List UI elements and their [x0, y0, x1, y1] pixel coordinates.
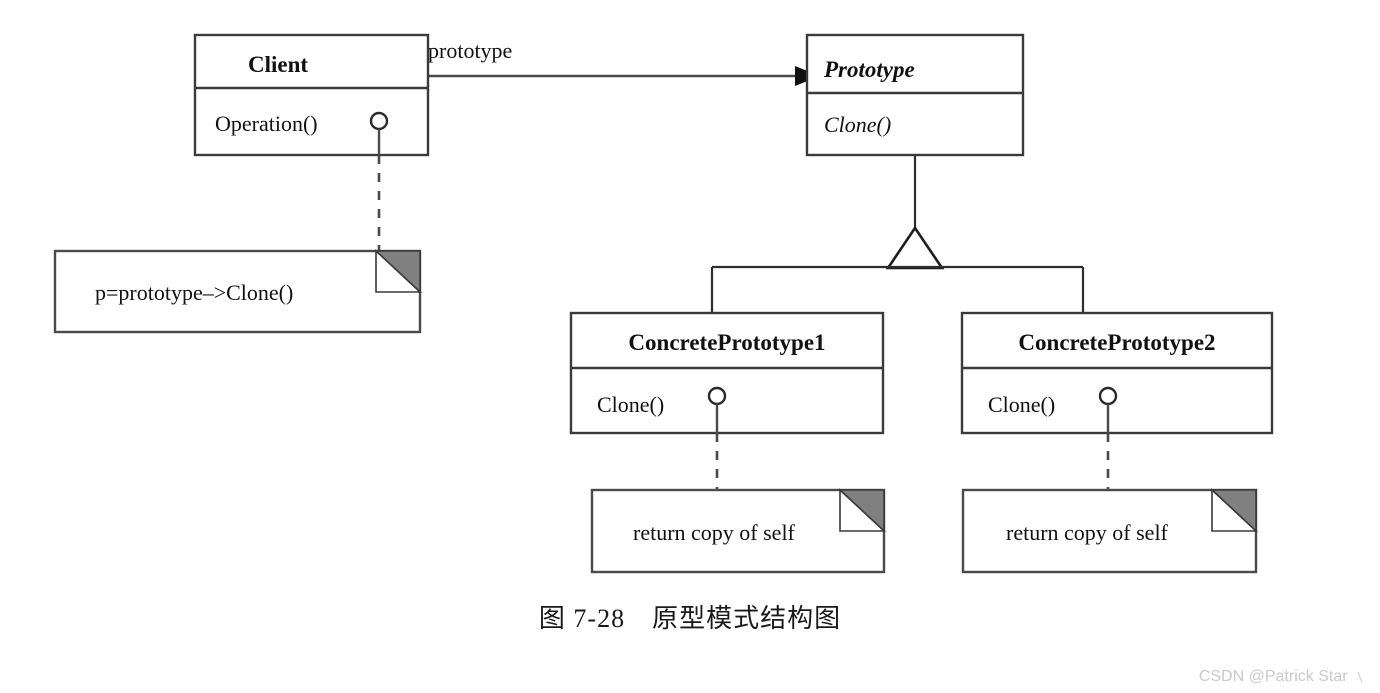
class-name-concreteprototype1: ConcretePrototype1	[628, 330, 825, 355]
class-name-prototype: Prototype	[823, 57, 915, 82]
class-name-client: Client	[248, 52, 308, 77]
note-anchor-client	[369, 111, 389, 252]
class-name-concreteprototype2: ConcretePrototype2	[1018, 330, 1215, 355]
association-label-prototype: prototype	[428, 38, 512, 63]
note-anchor-concreteprototype2	[1098, 386, 1118, 490]
note-anchor-concreteprototype1	[707, 386, 727, 490]
class-member-client-operation: Operation()	[215, 111, 318, 136]
figure-caption: 图 7-28 原型模式结构图	[538, 604, 842, 633]
association-client-prototype	[428, 66, 820, 86]
class-member-concreteprototype1-clone: Clone()	[597, 392, 664, 417]
note-text-concreteprototype2: return copy of self	[1006, 520, 1169, 545]
class-box-prototype[interactable]: Prototype Clone()	[805, 33, 1025, 157]
note-text-client: p=prototype–>Clone()	[95, 280, 293, 305]
watermark: CSDN @Patrick Star ﹨	[1198, 668, 1368, 685]
note-text-concreteprototype1: return copy of self	[633, 520, 796, 545]
class-box-concreteprototype1[interactable]: ConcretePrototype1 Clone()	[569, 311, 885, 435]
note-box-concreteprototype1[interactable]: return copy of self	[590, 488, 887, 574]
class-box-concreteprototype2[interactable]: ConcretePrototype2 Clone()	[960, 311, 1274, 435]
class-member-concreteprototype2-clone: Clone()	[988, 392, 1055, 417]
class-box-client[interactable]: Client Operation()	[193, 33, 430, 157]
generalization-tree	[710, 155, 1085, 313]
note-box-client[interactable]: p=prototype–>Clone()	[53, 249, 423, 334]
class-member-prototype-clone: Clone()	[824, 112, 891, 137]
note-box-concreteprototype2[interactable]: return copy of self	[961, 488, 1259, 574]
